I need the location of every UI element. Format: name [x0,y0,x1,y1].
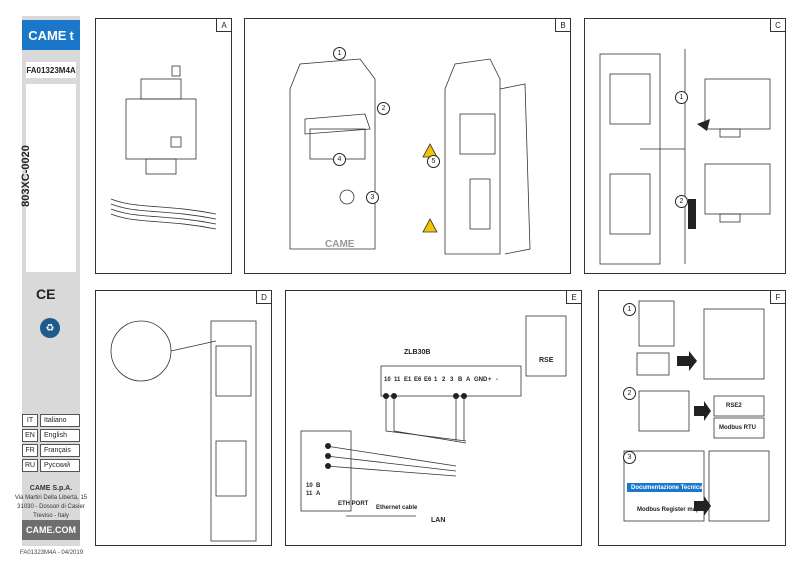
step-badge: 4 [333,153,346,166]
step-badge: 3 [366,191,379,204]
language-list: IT Italiano EN English FR Français RU Ру… [22,414,80,474]
address-line: Treviso - Italy [33,513,69,519]
terminal-label: B [458,377,463,383]
docs-banner: Documentazione Tecnica [631,485,703,491]
step-badge: 2 [675,195,688,208]
step-badge: 2 [623,387,636,400]
panel-tag: E [566,291,581,304]
model-number: 803XC-0020 [20,145,32,207]
step-badge: 5 [427,155,440,168]
came-logo: CAME t [22,20,80,50]
column-logo: CAME [325,239,355,250]
terminal-label: 3 [450,377,454,383]
terminal-label: - [496,377,498,383]
panel-tag: B [555,19,570,32]
language-item[interactable]: RU Русский [22,459,80,472]
terminal-label: E1 [404,377,412,383]
brand-mark-icon: t [69,27,74,43]
search-link[interactable]: Modbus Register map [637,507,700,513]
recycle-icon: ♻ [40,318,60,338]
language-name: Русский [40,459,80,472]
address-line: Via Martiri Della Libertà, 15 [14,495,88,501]
configuration-steps-illustration [623,300,770,522]
terminal-label: E6 [424,377,432,383]
document-code: FA01323M4A [26,62,76,78]
modbus-label: Modbus RTU [719,425,756,431]
panel-d: D [95,290,272,546]
company-info: CAME S.p.A. Via Martiri Della Libertà, 1… [4,484,98,521]
lan-label: LAN [431,517,446,524]
language-code: IT [22,414,38,427]
language-code: EN [22,429,38,442]
column-opening-illustration [289,58,531,255]
panel-c: C 1 2 [584,18,786,274]
column-wiring-illustration [110,320,257,542]
wire-label: B [316,483,321,489]
wire-label: A [316,491,321,497]
terminal-label: + [488,377,492,383]
step-badge: 1 [623,303,636,316]
language-item[interactable]: FR Français [22,444,80,457]
panel-b: B 1 2 3 4 5 CAME [244,18,571,274]
language-item[interactable]: IT Italiano [22,414,80,427]
panel-tag: C [770,19,785,32]
eth-port-label: ETH PORT [338,501,369,507]
language-name: English [40,429,80,442]
wiring-diagram [300,315,567,517]
terminal-label: E6 [414,377,422,383]
wire-label: 11 [306,491,313,497]
panel-f: F 1 2 3 RSE2 Modbus RTU Documentazione T… [598,290,786,546]
cable-label: Ethernet cable [376,505,418,511]
din-rail-mounting-illustration [599,49,771,265]
terminal-label: 1 [434,377,438,383]
terminal-label: 11 [394,377,401,383]
din-module-illustration [110,65,217,230]
terminal-label: A [466,377,471,383]
panel-tag: F [770,291,785,304]
language-code: RU [22,459,38,472]
language-name: Français [40,444,80,457]
panel-e: E ZLB30B RSE 10 11 E1 E6 E6 1 [285,290,582,546]
language-name: Italiano [40,414,80,427]
module-label: ZLB30B [404,349,431,356]
website-link[interactable]: CAME.COM [22,520,80,540]
step-badge: 3 [623,451,636,464]
model-box [26,84,76,272]
panel-tag: D [256,291,271,304]
company-name: CAME S.p.A. [29,485,73,492]
terminal-label: 10 [384,377,391,383]
wire-label: 10 [306,483,313,489]
step-badge: 2 [377,102,390,115]
rse2-label: RSE2 [726,403,742,409]
step-badge: 1 [675,91,688,104]
panel-a: A [95,18,232,274]
terminal-label: 2 [442,377,446,383]
board-label: RSE [539,357,554,364]
brand-name: CAME [28,27,67,43]
terminal-label: GND [474,377,488,383]
address-line: 31030 - Dosson di Casier [17,504,85,510]
step-badge: 1 [333,47,346,60]
language-item[interactable]: EN English [22,429,80,442]
language-code: FR [22,444,38,457]
panel-tag: A [216,19,231,32]
ce-mark: CE [36,286,56,302]
footer-code: FA01323M4A - 04/2019 [20,550,84,556]
